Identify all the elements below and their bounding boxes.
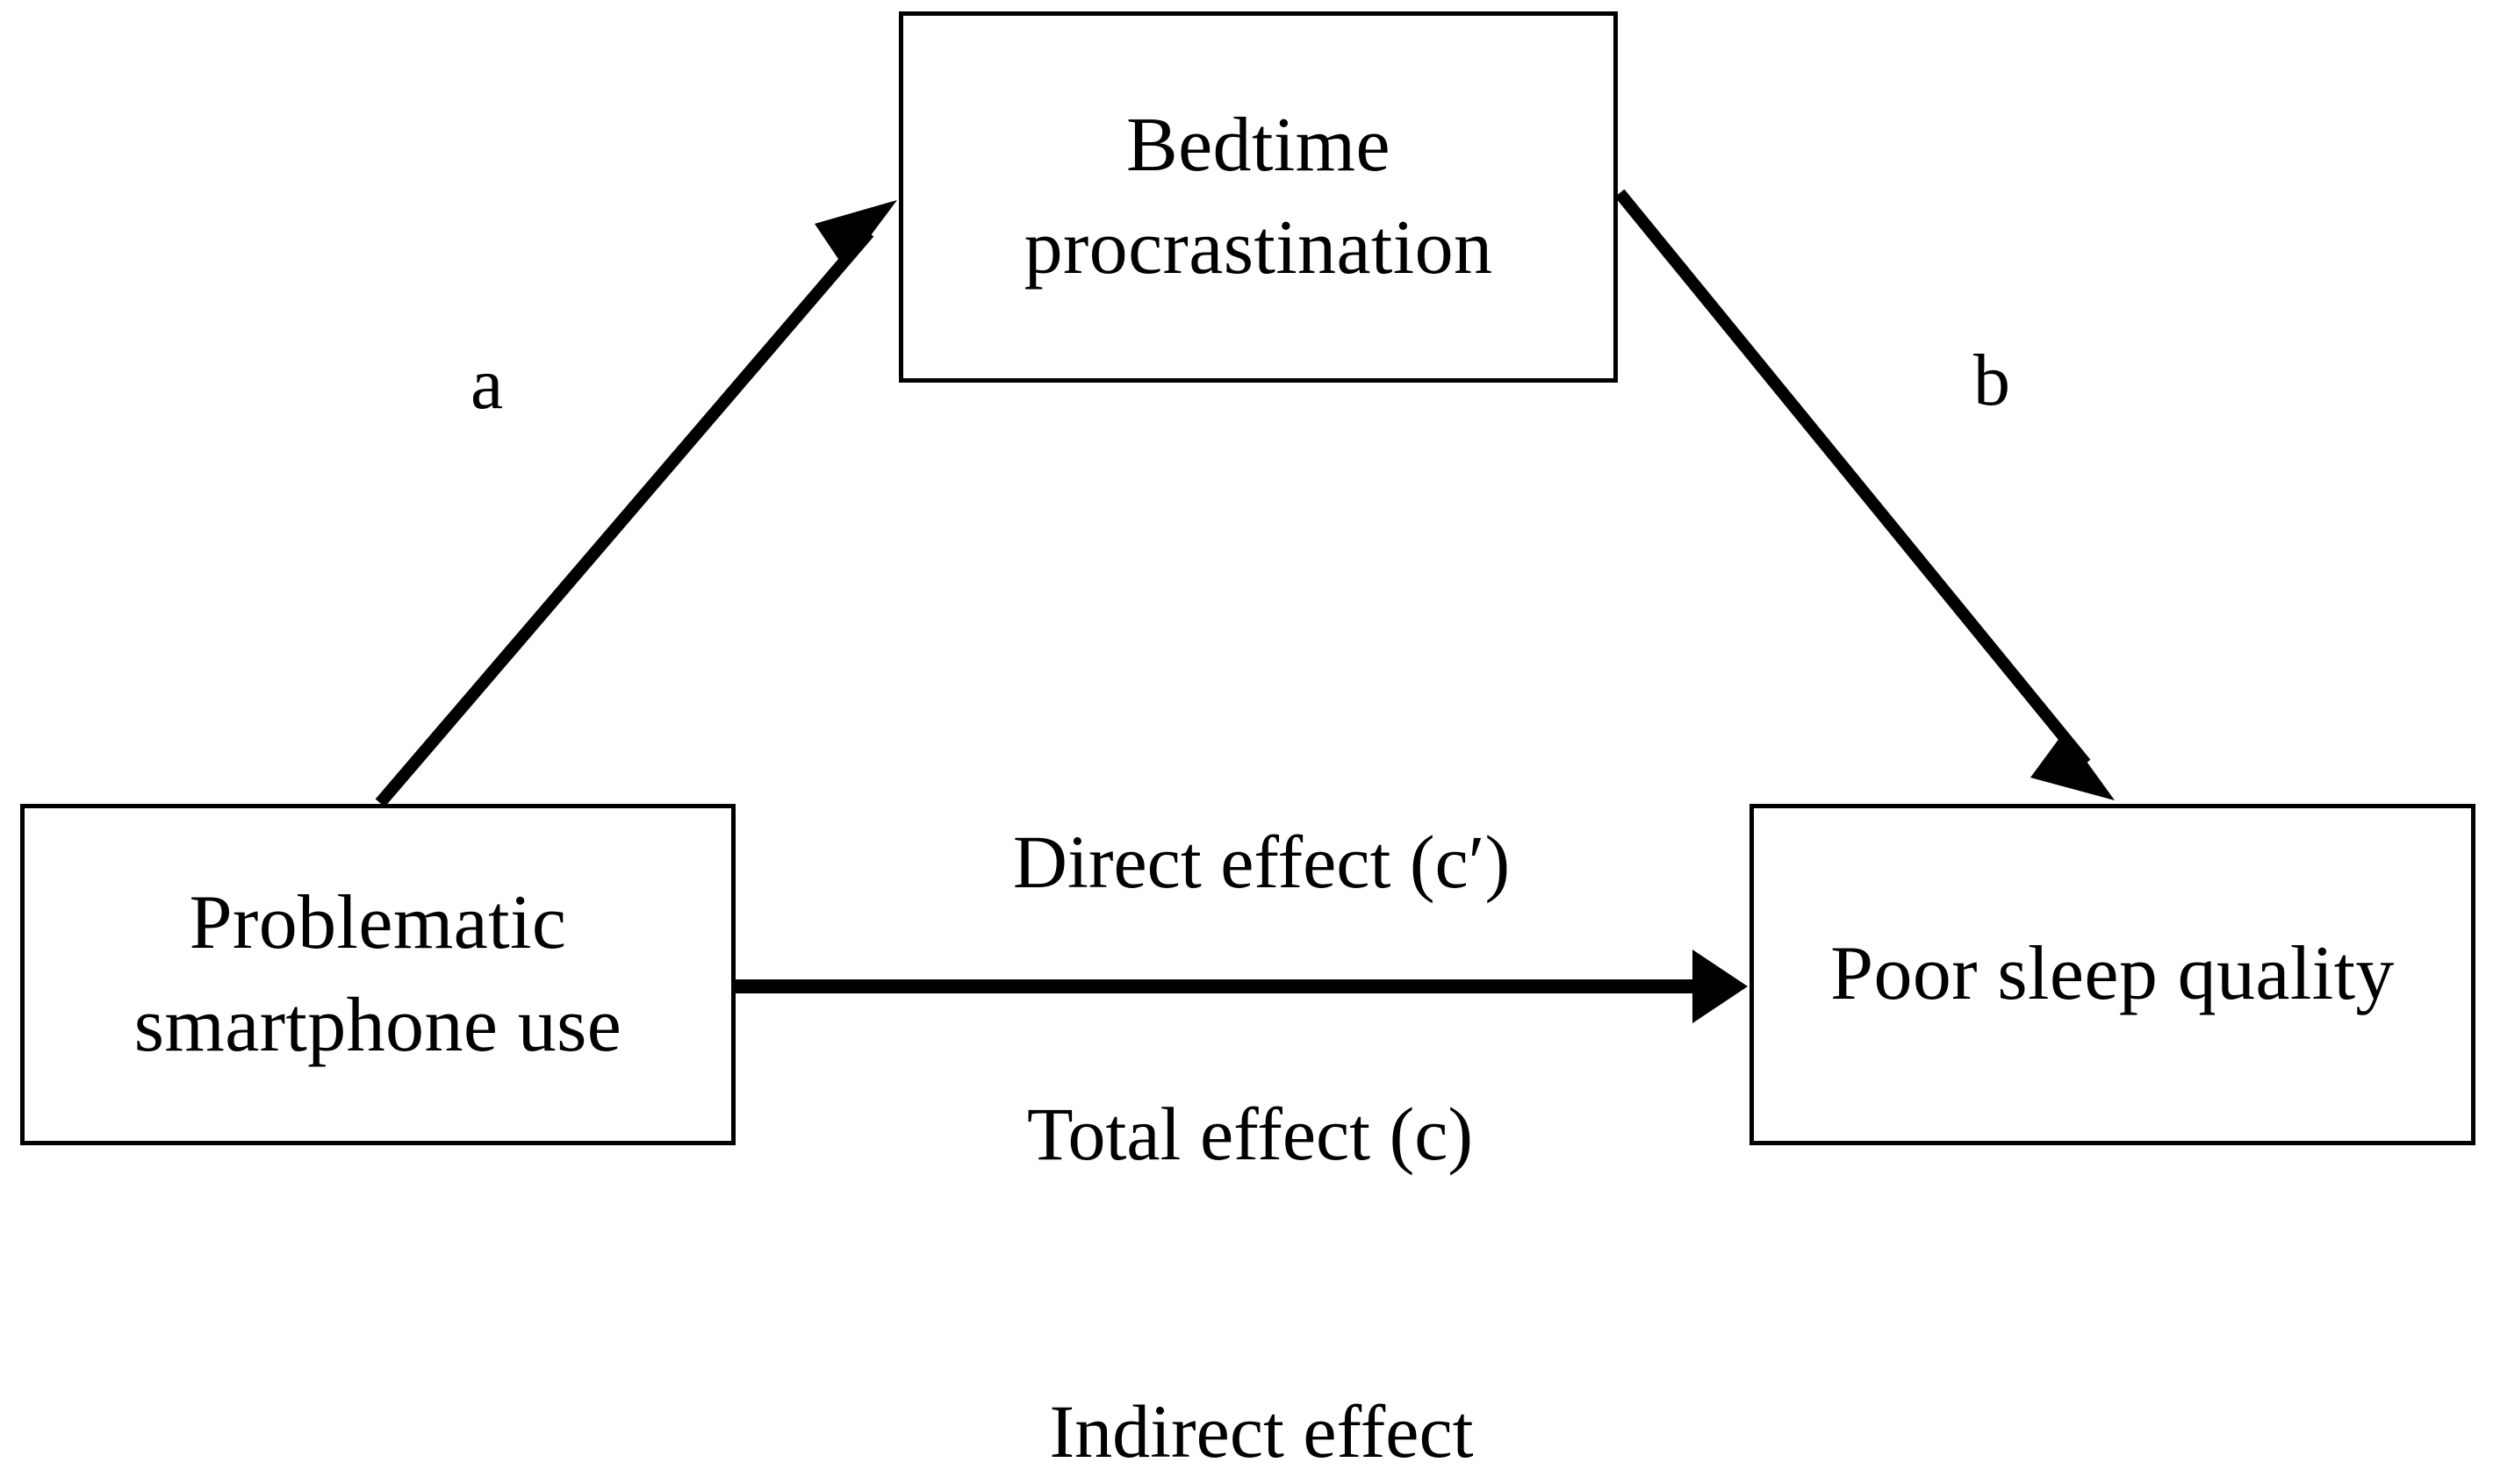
indirect-effect-label: Indirect effect (1049, 1389, 1474, 1473)
path-b-line (1614, 189, 2091, 768)
path-a-arrowhead (815, 200, 897, 269)
path-label-a: a (471, 343, 504, 425)
path-a-line (375, 228, 874, 807)
path-c-arrow (736, 950, 1748, 1023)
path-b-arrow (1614, 189, 2115, 800)
node-poor-sleep-quality[interactable]: Poor sleep quality (1749, 804, 2475, 1145)
node-label-mediator: Bedtime procrastination (1024, 103, 1493, 290)
path-b-arrowhead (2030, 731, 2115, 800)
node-bedtime-procrastination[interactable]: Bedtime procrastination (899, 11, 1618, 383)
node-problematic-smartphone-use[interactable]: Problematic smartphone use (20, 804, 736, 1145)
path-a-arrow (375, 200, 897, 807)
node-label-predictor: Problematic smartphone use (133, 880, 622, 1068)
total-effect-label: Total effect (c) (1026, 1092, 1474, 1176)
path-c-arrowhead (1692, 950, 1748, 1023)
node-label-outcome: Poor sleep quality (1830, 931, 2395, 1017)
path-label-b: b (1973, 340, 2010, 421)
direct-effect-label: Direct effect (c′) (1012, 820, 1511, 904)
